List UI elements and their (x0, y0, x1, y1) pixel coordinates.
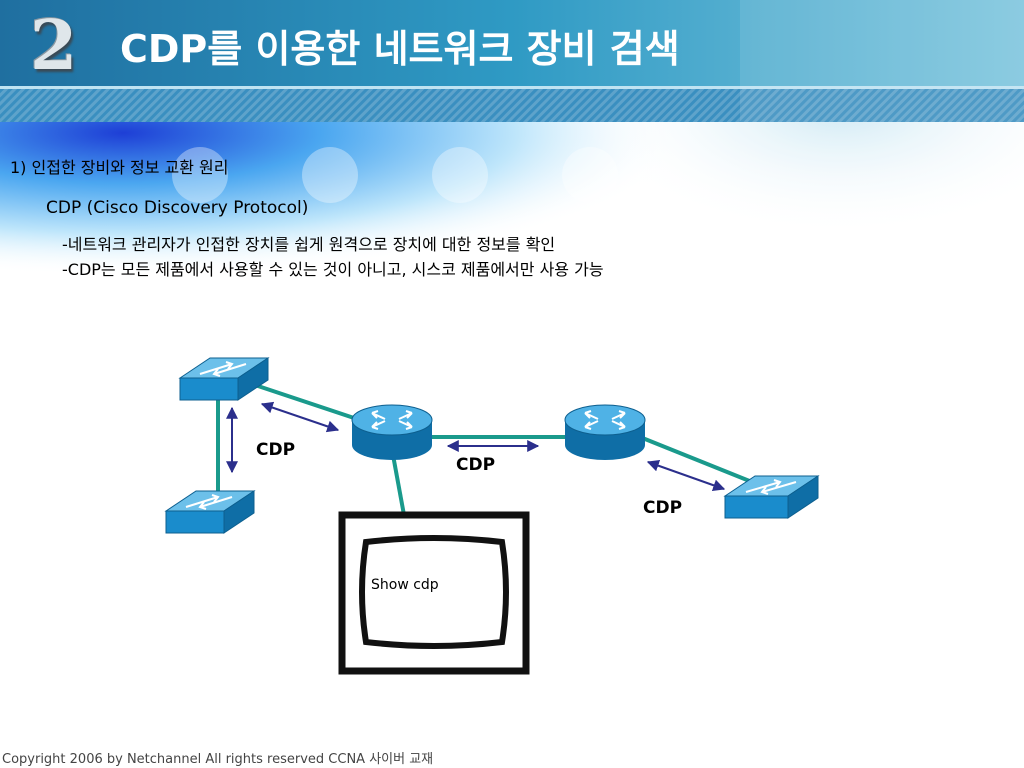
section-heading: 1) 인접한 장비와 정보 교환 원리 (10, 158, 229, 177)
section-number: 2 (30, 6, 78, 86)
footer-copyright: Copyright 2006 by Netchannel All rights … (2, 752, 434, 767)
switch-icon (164, 490, 256, 534)
cdp-label: CDP (456, 455, 496, 475)
cdp-arrow (260, 401, 340, 433)
router-icon (564, 404, 646, 460)
switch-icon (178, 357, 270, 401)
cdp-arrows (226, 401, 726, 492)
bullet-item: -CDP는 모든 제품에서 사용할 수 있는 것이 아니고, 시스코 제품에서만… (62, 260, 604, 279)
monitor-command-text: Show cdp (371, 577, 439, 593)
network-links (216, 383, 753, 516)
cdp-arrow (646, 459, 726, 492)
cdp-label: CDP (256, 440, 296, 460)
cdp-label: CDP (643, 498, 683, 518)
protocol-name: CDP (Cisco Discovery Protocol) (46, 198, 309, 218)
page-title: CDP를 이용한 네트워크 장비 검색 (120, 27, 680, 71)
router-icon (351, 404, 433, 460)
bullet-item: -네트워크 관리자가 인접한 장치를 쉽게 원격으로 장치에 대한 정보를 확인 (62, 235, 556, 254)
switch-icon (723, 475, 820, 519)
monitor-icon (338, 511, 530, 675)
